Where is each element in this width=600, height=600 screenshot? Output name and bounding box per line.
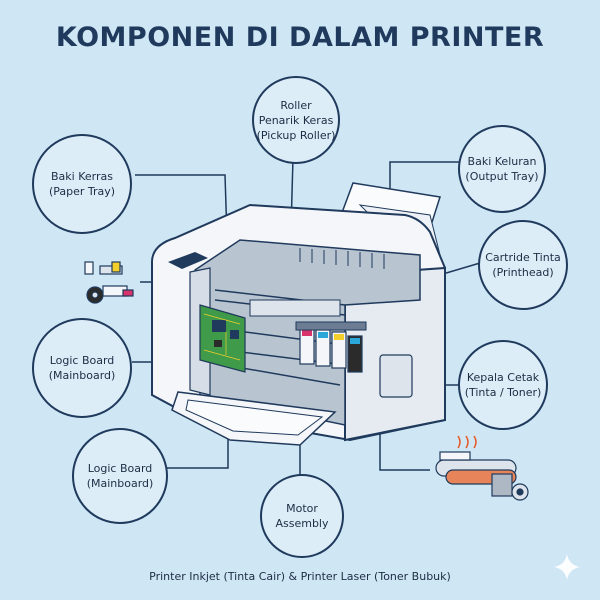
callout-print-head: Kepala Cetak (Tinta / Toner) (458, 340, 548, 430)
roller-parts-icon (84, 261, 134, 304)
ink-cartridges (295, 321, 367, 373)
gear-motor-icon (491, 473, 529, 501)
footer-caption: Printer Inkjet (Tinta Cair) & Printer La… (149, 570, 451, 583)
callout-roller: Roller Penarik Keras (Pickup Roller) (252, 76, 340, 164)
callout-output-tray: Baki Keluran (Output Tray) (458, 125, 546, 213)
callout-paper-tray: Baki Kerras (Paper Tray) (32, 134, 132, 234)
front-paper-tray (171, 391, 337, 446)
callout-cartridge: Cartride Tinta (Printhead) (478, 220, 568, 310)
logic-board-graphic (199, 304, 246, 373)
callout-logic-board-1: Logic Board (Mainboard) (32, 318, 132, 418)
callout-logic-board-2: Logic Board (Mainboard) (72, 428, 168, 524)
callout-motor: Motor Assembly (260, 474, 344, 558)
diagram-title: KOMPONEN DI DALAM PRINTER (55, 22, 545, 53)
sparkle-icon (554, 554, 580, 580)
